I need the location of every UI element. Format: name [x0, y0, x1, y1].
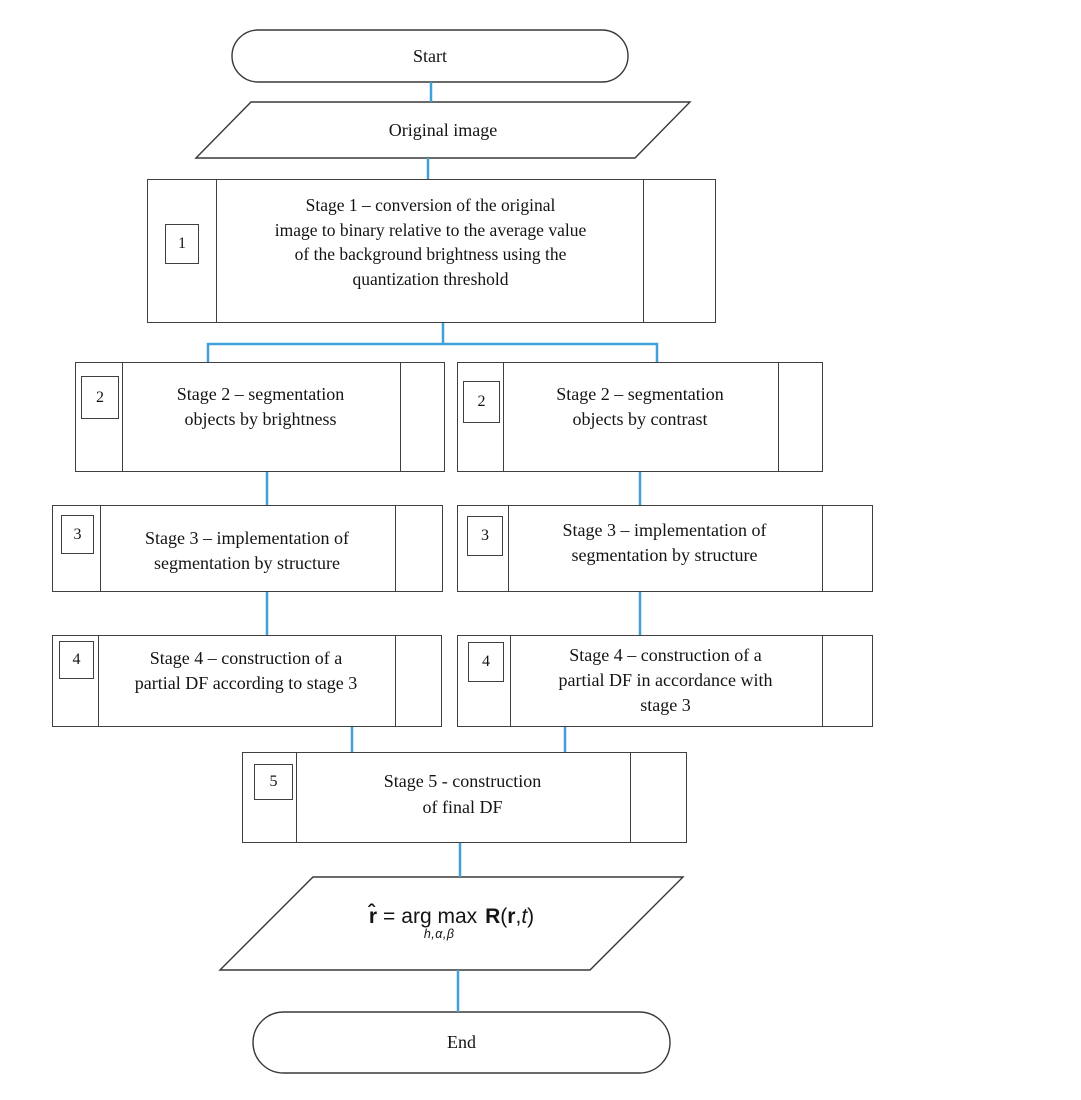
stage-text: Stage 2 – segmentation objects by contra… [556, 384, 724, 429]
formula-R: R [485, 904, 501, 928]
divider-right [400, 363, 401, 471]
stage-text: Stage 1 – conversion of the original ima… [274, 195, 587, 289]
stage-text: Stage 3 – implementation of segmentation… [562, 520, 767, 565]
stage-number: 3 [73, 525, 82, 543]
stage-number-box: 2 [81, 376, 119, 419]
formula-equals: = [383, 904, 396, 928]
divider-right [822, 636, 823, 726]
node-stage2-contrast: 2 Stage 2 – segmentation objects by cont… [457, 362, 823, 472]
divider-right [778, 363, 779, 471]
terminator-end-shape [252, 1011, 671, 1074]
divider-left [100, 506, 101, 591]
divider-right [643, 180, 644, 322]
stage-number-box: 3 [467, 516, 503, 556]
stage-text: Stage 4 – construction of a partial DF i… [558, 645, 773, 715]
stage-number: 4 [482, 653, 490, 670]
io-original-image-shape [194, 101, 692, 159]
divider-right [630, 753, 631, 842]
formula-operator-text: arg max [401, 904, 478, 928]
stage-number-box: 1 [165, 224, 199, 264]
divider-right [395, 636, 396, 726]
formula-subscript: h,α,β [423, 926, 455, 941]
divider-left [98, 636, 99, 726]
formula-r: r [507, 904, 516, 928]
node-original-image-label: Original image [388, 119, 498, 140]
node-stage2-brightness: 2 Stage 2 – segmentation objects by brig… [75, 362, 445, 472]
divider-right [395, 506, 396, 591]
divider-right [822, 506, 823, 591]
stage-number: 1 [178, 235, 186, 252]
divider-left [510, 636, 511, 726]
node-stage1: 1 Stage 1 – conversion of the original i… [147, 179, 716, 323]
divider-left [122, 363, 123, 471]
node-stage3-right: 3 Stage 3 – implementation of segmentati… [457, 505, 873, 592]
node-stage4-right: 4 Stage 4 – construction of a partial DF… [457, 635, 873, 727]
stage-number-box: 2 [463, 381, 500, 423]
divider-left [296, 753, 297, 842]
stage-number-box: 4 [468, 642, 504, 682]
stage-number: 2 [96, 388, 104, 406]
stage-text: Stage 5 - construction of final DF [383, 771, 542, 817]
divider-left [503, 363, 504, 471]
formula-lhs: r̂ [368, 904, 377, 928]
formula-open-paren: ( [500, 904, 508, 928]
node-stage3-left: 3 Stage 3 – implementation of segmentati… [52, 505, 443, 592]
stage-text: Stage 2 – segmentation objects by bright… [176, 384, 345, 429]
node-end-label: End [447, 1032, 476, 1052]
node-stage5: 5 Stage 5 - construction of final DF [242, 752, 687, 843]
stage-number-box: 5 [254, 764, 293, 800]
divider-left [216, 180, 217, 322]
stage-number-box: 4 [59, 641, 94, 679]
stage-number-box: 3 [61, 515, 94, 554]
stage-number: 4 [72, 651, 81, 668]
divider-left [508, 506, 509, 591]
formula-comma: , [515, 904, 522, 928]
connector-branch [206, 342, 659, 362]
formula-t: t [521, 904, 528, 928]
stage-number: 2 [477, 393, 486, 410]
node-stage4-left: 4 Stage 4 – construction of a partial DF… [52, 635, 442, 727]
stage-text: Stage 3 – implementation of segmentation… [145, 528, 349, 573]
stage-text: Stage 4 – construction of a partial DF a… [134, 648, 358, 693]
io-formula-shape [218, 876, 685, 971]
node-start-label: Start [413, 45, 447, 66]
stage-number: 5 [269, 773, 278, 790]
stage-number: 3 [481, 527, 489, 544]
formula-close-paren: ) [527, 904, 535, 928]
